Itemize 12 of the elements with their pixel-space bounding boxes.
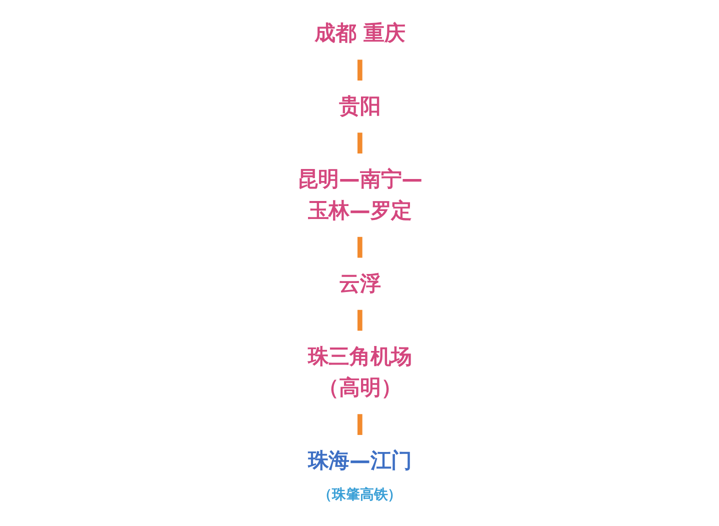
connector [357,414,362,435]
connector [357,236,362,258]
connector [357,60,362,81]
node-text: 成都 重庆 [314,21,405,46]
node-label: （珠肇高铁） [318,486,402,502]
node-text: 云浮 [338,272,380,296]
node-text: 贵阳 [338,94,380,119]
node-text: 珠海—江门 [307,448,412,474]
connector [357,132,362,154]
node-text: 昆明—南宁—玉林—罗定 [296,167,422,224]
connector [357,310,362,331]
node-text: 珠三角机场（高明） [307,344,412,400]
